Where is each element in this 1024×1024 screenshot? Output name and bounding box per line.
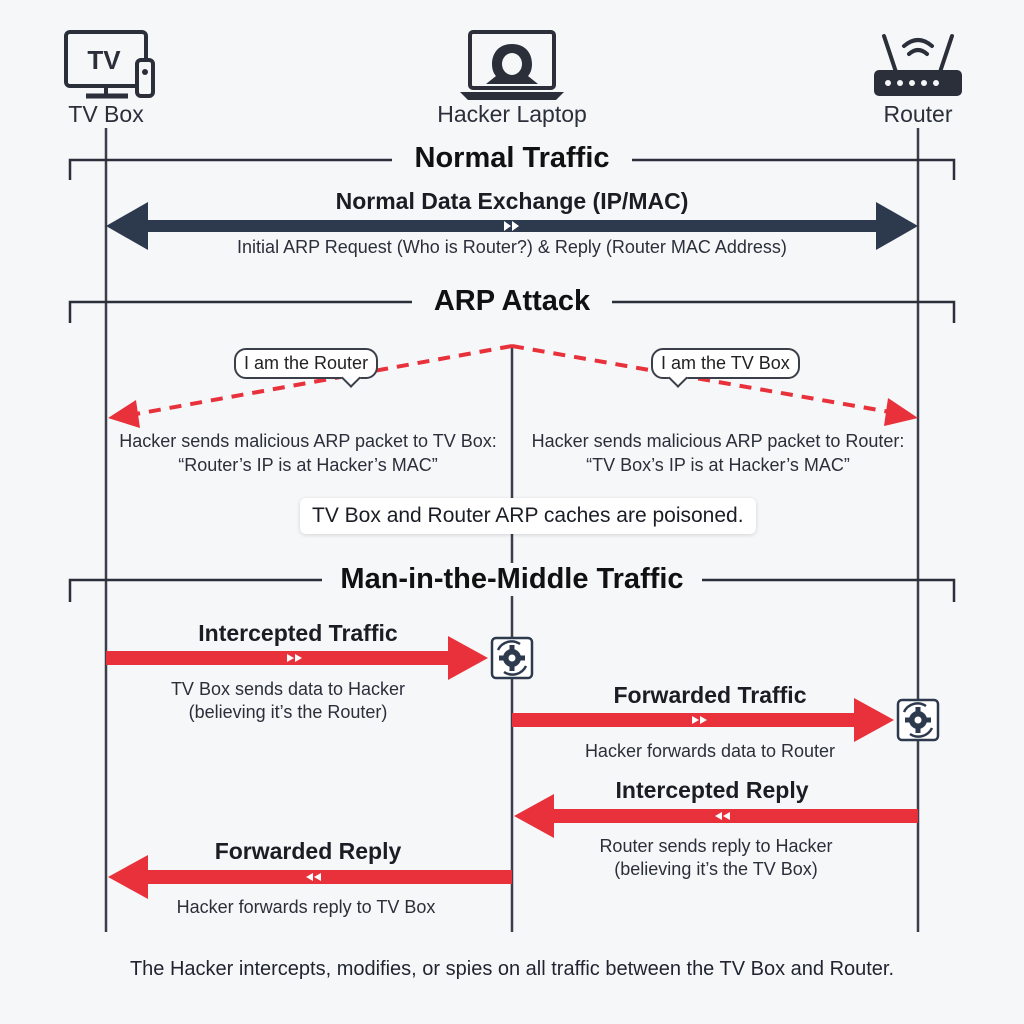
gear-icon [490,636,534,680]
normal-section-bracket [68,158,956,180]
flow-direction-icon [306,873,321,881]
hacker-laptop-label: Hacker Laptop [437,101,587,127]
forwarded-reply-arrow [108,855,512,899]
normal-exchange-title: Normal Data Exchange (IP/MAC) [335,188,689,214]
wifi-router-icon [874,34,962,96]
tv-box-icon: TV [64,30,155,99]
flow-direction-icon [692,716,707,724]
flow-direction-icon [715,812,730,820]
flow-direction-icon [287,654,302,662]
forwarded-traffic-title: Forwarded Traffic [613,682,807,708]
router-label: Router [883,101,953,127]
intercepted-reply-line1: Router sends reply to Hacker [599,836,833,856]
poisoned-cache-note: TV Box and Router ARP caches are poisone… [300,498,756,534]
normal-exchange-description: Initial ARP Request (Who is Router?) & R… [237,237,787,257]
intercepted-traffic-title: Intercepted Traffic [198,620,398,646]
normal-traffic-title: Normal Traffic [392,142,632,175]
footer-summary: The Hacker intercepts, modifies, or spie… [129,958,895,980]
mitm-section-bracket [68,578,956,602]
attack-section-bracket [68,300,956,323]
attack-right-line2: “TV Box’s IP is at Hacker’s MAC” [586,455,850,475]
flow-direction-icon [504,221,519,231]
intercepted-traffic-line1: TV Box sends data to Hacker [170,679,406,699]
tv-icon-text: TV [87,45,121,75]
attack-left-line2: “Router’s IP is at Hacker’s MAC” [178,455,438,475]
spoof-bubble-tv-box: I am the TV Box [651,348,800,379]
spoof-bubble-router: I am the Router [234,348,379,379]
attack-right-line1: Hacker sends malicious ARP packet to Rou… [531,431,905,451]
gear-icon [896,698,940,742]
spoof-arrow-to-tv-box [108,344,513,428]
arp-attack-title: ARP Attack [412,285,612,318]
intercepted-reply-title: Intercepted Reply [615,777,809,803]
intercepted-traffic-arrow [106,636,488,680]
forwarded-reply-title: Forwarded Reply [214,838,402,864]
intercepted-traffic-line2: (believing it’s the Router) [188,702,388,722]
tv-box-label: TV Box [68,101,144,127]
forwarded-traffic-arrow [512,698,894,742]
intercepted-reply-arrow [514,794,918,838]
normal-exchange-arrow [106,202,918,250]
mitm-traffic-title: Man-in-the-Middle Traffic [322,563,702,596]
forwarded-traffic-line1: Hacker forwards data to Router [584,741,836,761]
attack-left-line1: Hacker sends malicious ARP packet to TV … [119,431,497,451]
intercepted-reply-line2: (believing it’s the TV Box) [614,859,818,879]
forwarded-reply-line1: Hacker forwards reply to TV Box [176,897,436,917]
hooded-hacker-laptop-icon [460,30,564,100]
spoof-arrow-to-router [511,344,918,426]
